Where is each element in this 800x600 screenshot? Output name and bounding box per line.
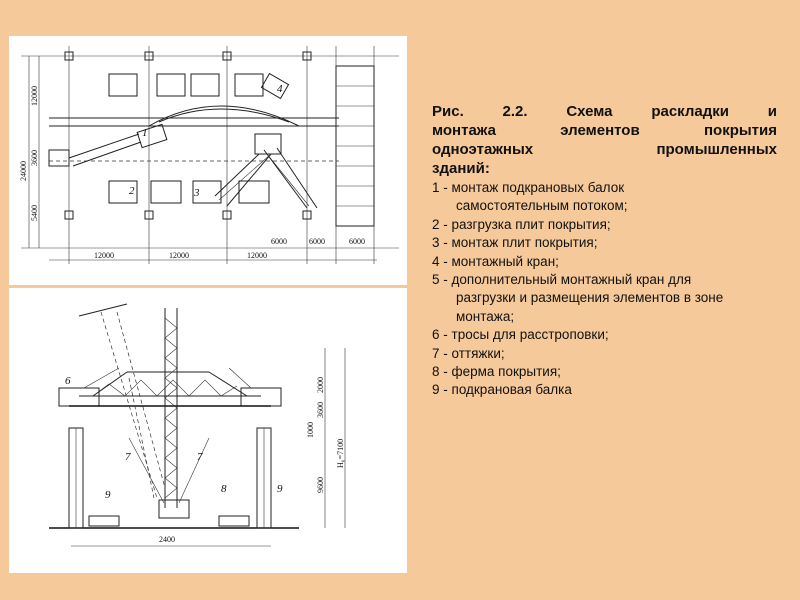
caption-line-2: монтажа элементов покрытия <box>432 122 777 139</box>
legend-item-9: 9 - подкрановая балка <box>432 382 572 398</box>
section-dim-right-2: 3600 <box>316 402 325 418</box>
section-marker-6: 6 <box>65 375 71 387</box>
plan-columns <box>64 51 312 220</box>
caption-block: Рис. 2.2. Схема раскладки и монтажа элем… <box>432 102 777 400</box>
section-right-column <box>240 387 282 529</box>
plan-dim-bottom-5: 6000 <box>309 237 325 246</box>
plan-dim-bottom-6: 6000 <box>349 237 365 246</box>
section-dim-bottom: 2400 <box>159 535 175 544</box>
section-crane-boom <box>78 303 166 499</box>
section-truss <box>69 371 271 407</box>
section-crane-mast <box>158 308 190 519</box>
legend-item-1: 1 - монтаж подкрановых балок <box>432 180 625 195</box>
section-schematic: 6 7 7 8 9 9 2400 2000 3600 1000 9600 H₀=… <box>49 303 346 547</box>
plan-schematic: 1 2 3 4 12000 12000 12000 6000 6000 6000… <box>19 46 399 264</box>
caption-line-1: Рис. 2.2. Схема раскладки и <box>432 103 777 120</box>
plan-right-strip <box>260 65 375 227</box>
caption-line-3: одноэтажных промышленных <box>432 141 777 158</box>
plan-dim-left-1: 24000 <box>19 161 28 181</box>
plan-dim-left-2: 12000 <box>30 86 39 106</box>
plan-dim-bottom-3: 12000 <box>247 251 267 260</box>
legend-item-5-cont: разгрузки и размещения элементов в зоне <box>456 290 724 306</box>
legend-item-3: 3 - монтаж плит покрытия; <box>432 235 598 251</box>
plan-marker-4: 4 <box>277 83 283 95</box>
crane-4 <box>214 133 318 209</box>
section-marker-9a: 9 <box>105 489 111 501</box>
plan-dim-bottom-2: 12000 <box>169 251 189 260</box>
section-dim-right-1: 2000 <box>316 377 325 393</box>
section-marker-7b: 7 <box>197 451 203 463</box>
plan-marker-3: 3 <box>193 187 200 199</box>
legend-item-2: 2 - разгрузка плит покрытия; <box>432 216 611 232</box>
crane-5 <box>48 123 168 167</box>
section-marker-8: 8 <box>221 483 227 495</box>
section-marker-7a: 7 <box>125 451 131 463</box>
legend-item-6: 6 - тросы для расстроповки; <box>432 327 609 343</box>
legend-item-5-cont2: монтажа; <box>456 308 515 324</box>
caption-line-4: зданий: <box>432 160 490 177</box>
section-drawing: 6 7 7 8 9 9 2400 2000 3600 1000 9600 H₀=… <box>9 288 407 573</box>
legend-item-8: 8 - ферма покрытия; <box>432 364 561 380</box>
plan-slabs <box>108 73 270 204</box>
section-dim-right-5: H₀=7100 <box>336 439 345 468</box>
plan-dim-left-3: 3600 <box>30 150 39 166</box>
plan-dim-bottom-4: 6000 <box>271 237 287 246</box>
section-dim-right-4: 9600 <box>316 477 325 493</box>
section-dim-right-3: 1000 <box>306 422 315 438</box>
legend-item-1-cont: самостоятельным потоком; <box>456 198 628 214</box>
plan-marker-1: 1 <box>142 127 148 139</box>
legend-item-5: 5 - дополнительный монтажный кран для <box>432 272 692 288</box>
plan-marker-2: 2 <box>129 185 135 197</box>
plan-dim-left-4: 5400 <box>30 205 39 221</box>
legend-item-7: 7 - оттяжки; <box>432 345 505 361</box>
plan-drawing: 1 2 3 4 12000 12000 12000 6000 6000 6000… <box>9 36 407 285</box>
section-truck-right <box>218 515 250 527</box>
plan-dim-bottom-1: 12000 <box>94 251 114 260</box>
section-left-column <box>58 387 100 529</box>
legend-item-4: 4 - монтажный кран; <box>432 253 559 269</box>
section-truck-left <box>88 515 120 527</box>
section-marker-9b: 9 <box>277 483 283 495</box>
